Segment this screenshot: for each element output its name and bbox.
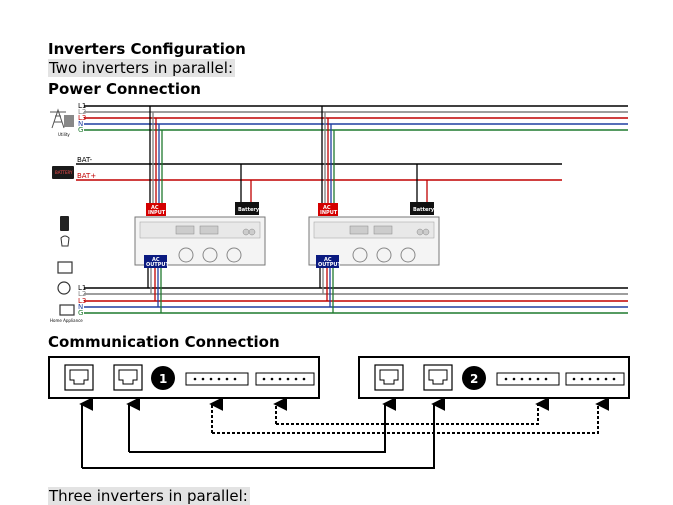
rj45-port-2b — [423, 364, 453, 391]
svg-text:Battery: Battery — [238, 207, 260, 213]
svg-text:AC: AC — [151, 205, 159, 211]
output-label-l1: L1 — [78, 284, 86, 292]
svg-text:AC: AC — [324, 257, 332, 263]
inverter-2-battery-box — [410, 202, 434, 215]
phone-icon — [60, 216, 69, 231]
tv-icon — [57, 261, 73, 274]
fan-icon — [57, 281, 71, 295]
output-busbars — [84, 287, 628, 314]
solid-cables — [79, 397, 446, 469]
rj45-port-1b — [113, 364, 143, 391]
grid-busbars — [84, 105, 628, 131]
terminal-block-1a — [185, 372, 249, 386]
output-label-l2: L2 — [78, 290, 86, 298]
rj45-port-1a — [64, 364, 94, 391]
svg-text:1: 1 — [159, 372, 167, 386]
lightbulb-icon — [60, 235, 70, 247]
inverter-1-ac-input-box — [146, 203, 166, 216]
inverter-2-ac-input-box — [318, 203, 338, 216]
grid-label-n: N — [78, 120, 83, 128]
unit-badge-2 — [462, 366, 486, 390]
output-label-g: G — [78, 309, 83, 317]
inverter-1-battery-box — [235, 202, 259, 215]
power-diagram: L1 L2 L3 N G Utility BAT- BAT+ BATTERY H… — [50, 102, 628, 323]
svg-text:INPUT: INPUT — [320, 210, 338, 216]
battery-icon-label: BATTERY — [55, 170, 73, 175]
rj45-port-2a — [374, 364, 404, 391]
inverter-1: AC INPUT Battery AC OUTPUT — [134, 106, 266, 313]
grid-label-l1: L1 — [78, 102, 86, 110]
subtitle-three-inverters: Three inverters in parallel: — [48, 487, 250, 505]
utility-tower-icon: Utility — [50, 108, 74, 137]
utility-label: Utility — [58, 132, 70, 137]
svg-text:INPUT: INPUT — [148, 210, 166, 216]
document-title: Inverters Configuration — [48, 40, 246, 58]
appliance-label: Home Appliance — [50, 318, 83, 323]
communication-connection-heading: Communication Connection — [48, 333, 280, 351]
output-label-l3: L3 — [78, 297, 86, 305]
grid-label-l2: L2 — [78, 108, 86, 116]
terminal-block-1b — [255, 372, 315, 386]
inverter-1-ac-output-box — [144, 255, 167, 268]
svg-text:AC: AC — [323, 205, 331, 211]
svg-text:OUTPUT: OUTPUT — [318, 262, 341, 268]
terminal-block-2a — [496, 372, 560, 386]
output-label-n: N — [78, 303, 83, 311]
subtitle-two-inverters: Two inverters in parallel: — [48, 59, 235, 77]
terminal-block-2b — [565, 372, 625, 386]
grid-label-g: G — [78, 126, 83, 134]
communication-diagram: 1 2 — [48, 356, 630, 469]
power-connection-heading: Power Connection — [48, 80, 201, 98]
svg-text:2: 2 — [470, 372, 478, 386]
battery-icon: BATTERY — [52, 166, 74, 179]
battery-positive-label: BAT+ — [77, 172, 96, 180]
dotted-cables — [209, 397, 610, 434]
grid-label-l3: L3 — [78, 114, 86, 122]
unit-badge-1 — [151, 366, 175, 390]
svg-text:OUTPUT: OUTPUT — [146, 262, 169, 268]
inverter-2-ac-output-box — [316, 255, 339, 268]
battery-negative-label: BAT- — [77, 156, 93, 164]
appliance-icons: Home Appliance — [50, 216, 83, 323]
svg-text:AC: AC — [152, 257, 160, 263]
monitor-icon — [59, 304, 75, 316]
svg-text:Battery: Battery — [413, 207, 435, 213]
inverter-2: AC INPUT Battery AC OUTPUT — [308, 106, 440, 313]
